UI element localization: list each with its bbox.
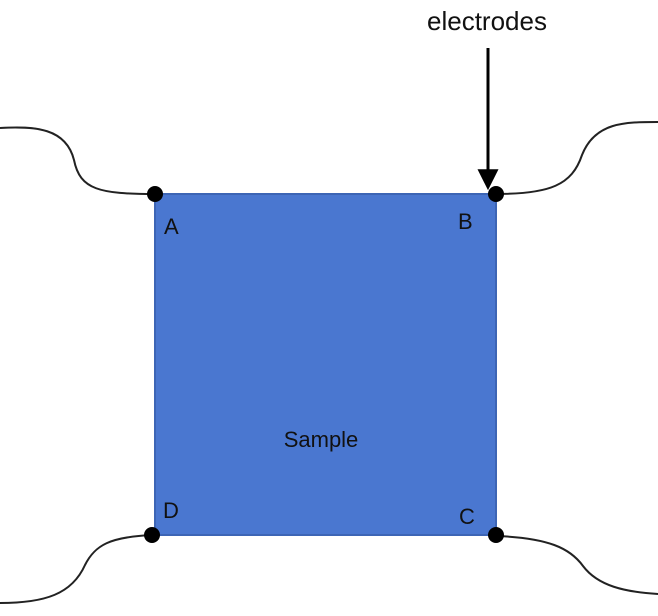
wire-c (496, 535, 658, 595)
wire-a (0, 126, 156, 195)
corner-label-c: C (459, 504, 475, 529)
wire-b (495, 121, 658, 195)
wire-d (0, 534, 153, 604)
electrode-d (144, 527, 160, 543)
electrodes-annotation: electrodes (427, 6, 547, 36)
electrode-c (488, 527, 504, 543)
corner-label-d: D (163, 498, 179, 523)
corner-label-b: B (458, 209, 473, 234)
electrode-a (147, 186, 163, 202)
sample-square (154, 193, 497, 536)
corner-label-a: A (164, 214, 179, 239)
sample-label: Sample (284, 427, 359, 452)
electrode-b (488, 186, 504, 202)
